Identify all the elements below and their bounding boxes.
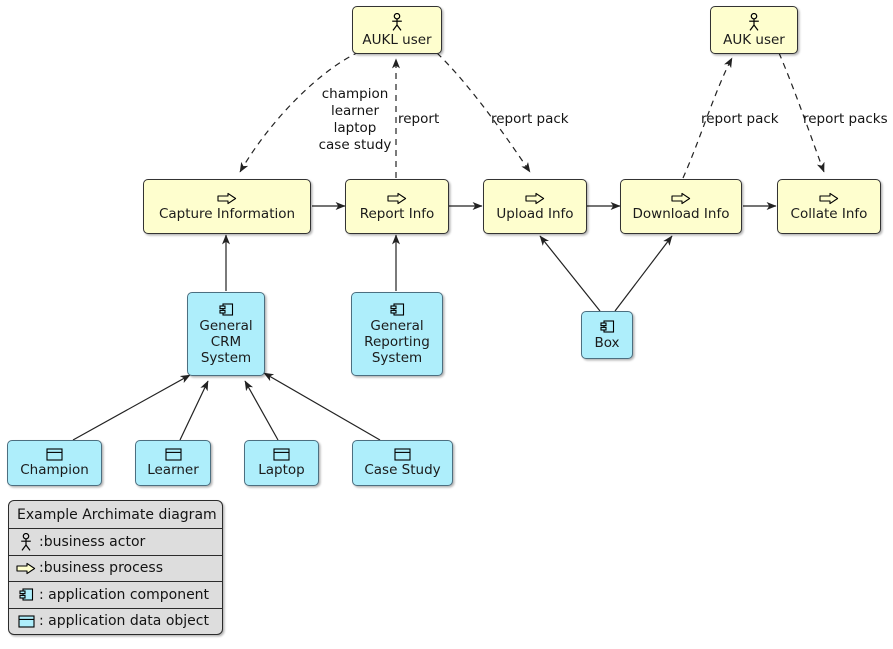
edge-label-report-pack-download: report pack [701,111,779,127]
legend-row-label: : application component [39,586,210,603]
node-download-info[interactable]: Download Info [620,179,742,234]
node-collate-info[interactable]: Collate Info [777,179,881,234]
legend-row-business-process: :business process [9,554,222,582]
node-label: AUK user [723,31,785,48]
legend-row-label: :business process [39,560,163,577]
node-label: Box [594,335,620,351]
node-label: Laptop [258,462,305,478]
edge-learner-to-general-crm-system [179,380,209,441]
edge-label-report-pack-upload: report pack [491,111,569,127]
node-champion[interactable]: Champion [7,440,102,486]
application-data-object-icon [164,448,182,461]
node-upload-info[interactable]: Upload Info [483,179,587,234]
node-label: Learner [147,462,199,478]
business-actor-icon [390,12,404,31]
legend-title-text: Example Archimate diagram [17,506,217,523]
node-auk-user[interactable]: AUK user [710,6,798,54]
legend-row-label: :business actor [39,533,146,550]
business-process-icon [671,192,691,205]
node-label: General CRM System [199,318,253,366]
business-actor-icon [747,12,761,31]
application-data-object-icon [273,448,290,461]
node-label: AUKL user [362,31,432,48]
node-label: Collate Info [790,205,868,222]
edge-box-to-download-info [614,235,673,312]
application-component-icon [599,319,615,334]
legend-row-business-actor: :business actor [9,528,222,555]
business-process-icon [819,192,839,205]
node-label: Upload Info [496,205,574,222]
node-report-info[interactable]: Report Info [345,179,449,234]
node-box[interactable]: Box [581,311,633,359]
node-capture-information[interactable]: Capture Information [143,179,311,234]
application-component-icon [16,587,36,602]
edge-box-to-upload-info [539,235,601,312]
legend-row-application-component: : application component [9,581,222,608]
edge-champion-to-general-crm-system [72,374,191,441]
business-process-icon [387,192,407,205]
legend: Example Archimate diagram :business acto… [8,500,223,635]
legend-title: Example Archimate diagram [9,501,222,528]
node-label: Capture Information [158,205,296,222]
node-general-reporting-system[interactable]: General Reporting System [351,292,443,376]
legend-row-application-data-object: : application data object [9,607,222,635]
node-case-study[interactable]: Case Study [352,440,453,486]
edge-label-report-packs-collate: report packs [803,111,888,127]
node-laptop[interactable]: Laptop [244,440,319,486]
node-label: Champion [20,462,89,478]
business-process-icon [16,562,36,575]
application-component-icon [389,302,405,317]
node-label: Download Info [632,205,730,222]
node-learner[interactable]: Learner [135,440,211,486]
edge-label-report: report [398,111,440,127]
node-label: General Reporting System [364,318,430,366]
application-component-icon [218,302,234,317]
node-label: Case Study [364,462,441,478]
application-data-object-icon [46,448,63,461]
node-label: Report Info [359,205,435,222]
node-aukl-user[interactable]: AUKL user [352,6,442,54]
edge-label-champion-learner-laptop-case-study: champion learner laptop case study [318,86,392,153]
edge-laptop-to-general-crm-system [244,380,279,441]
application-data-object-icon [394,448,411,461]
edge-case-study-to-general-crm-system [263,372,381,441]
application-data-object-icon [16,615,36,628]
business-process-icon [217,192,237,205]
business-process-icon [525,192,545,205]
business-actor-icon [16,532,36,551]
node-general-crm-system[interactable]: General CRM System [187,292,265,376]
legend-row-label: : application data object [39,613,209,630]
